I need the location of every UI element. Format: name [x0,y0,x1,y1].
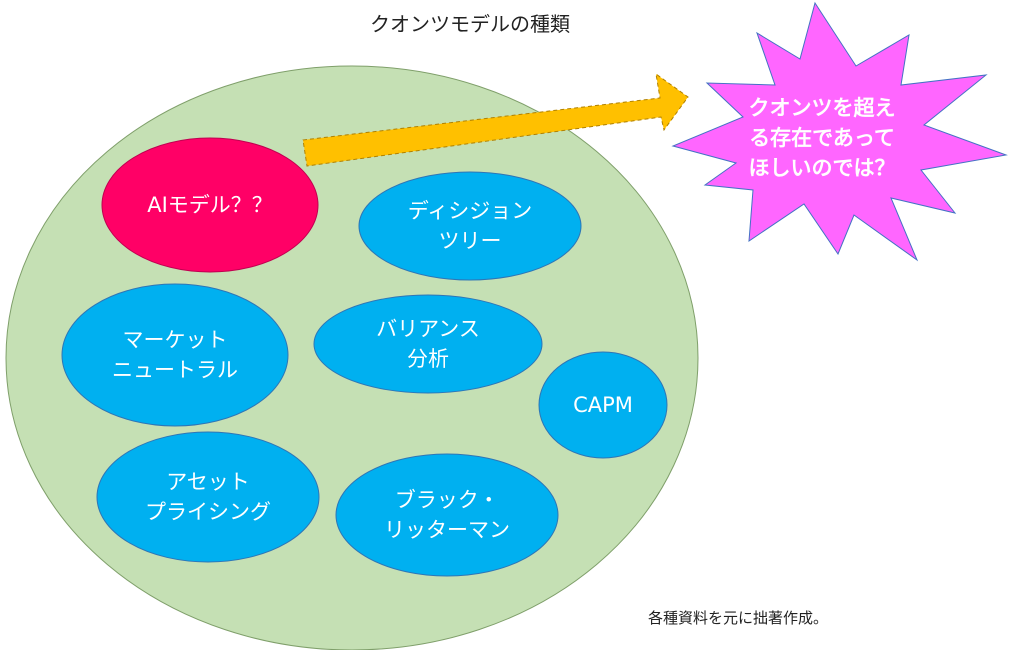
bubble-black-litterman-label: ブラック・ リッターマン [384,488,510,542]
callout-text: クオンツを超え る存在であって ほしいのでは？ [748,96,896,180]
diagram-title: クオンツモデルの種類 [370,12,570,36]
bubble-asset-pricing-label: アセット プライシング [145,470,271,524]
bubble-ai-model-label: AIモデル？？ [147,193,273,217]
bubble-market-neutral-label: マーケット ニュートラル [112,328,238,382]
bubble-variance [313,294,543,394]
source-note: 各種資料を元に拙著作成。 [648,609,829,627]
bubble-market-neutral [61,283,289,427]
bubble-decision-tree [358,171,582,281]
callout-burst [671,1,1008,262]
bubble-decision-tree-label: ディシジョン ツリー [407,199,533,253]
bubble-capm [538,351,668,459]
bubble-variance-label: バリアンス 分析 [376,317,480,371]
bubble-ai-model [101,137,319,273]
bubble-black-litterman [335,453,559,577]
bubble-capm-label: CAPM [573,393,633,417]
bubble-asset-pricing [96,431,320,563]
arrow-shape [302,72,689,167]
